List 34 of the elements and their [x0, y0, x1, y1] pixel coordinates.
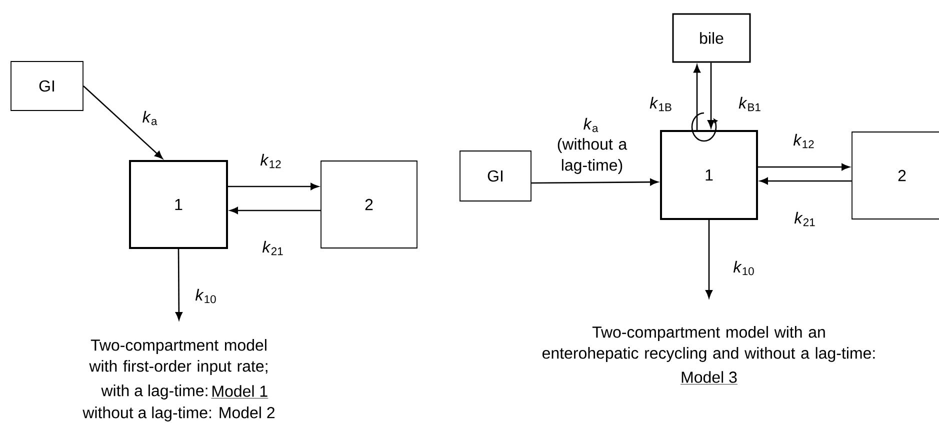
- caption-text: with a lag-time:: [101, 384, 208, 400]
- arrow: [531, 178, 658, 186]
- edge-label: k$_{12}$: [793, 134, 814, 148]
- edge-label: k$_{B1}$: [738, 96, 760, 112]
- caption-text: Two-compartment model with first-order input rate;: [89, 339, 268, 375]
- arrow: [83, 86, 163, 159]
- edge-label: k$_{10}$: [733, 260, 754, 276]
- arrow: [758, 164, 850, 170]
- edge-label: k$_{12}$: [260, 154, 281, 168]
- arrow: [708, 62, 714, 128]
- edge-label: k$_{10}$: [195, 288, 216, 304]
- arrow: [706, 220, 712, 298]
- arrow: [694, 64, 700, 130]
- edge-label: k$_{a}$: [142, 110, 158, 126]
- edge-label: k$_{21}$: [262, 240, 283, 256]
- arrow: [175, 249, 182, 320]
- compartment-box: 2: [852, 132, 939, 220]
- caption-text: Model 1: [211, 385, 268, 398]
- arrow: [760, 178, 852, 184]
- arrow: [230, 207, 321, 214]
- caption-text: Two-compartment model with an enterohepatic recycling and without a lag-time:: [542, 326, 875, 362]
- caption-text: Model 3: [680, 371, 738, 384]
- compartment-box: GI: [10, 61, 84, 111]
- compartment-box: 2: [320, 160, 418, 248]
- edge-label: k$_{a}$: [584, 118, 598, 132]
- compartment-box: bile: [672, 13, 751, 63]
- compartment-box: GI: [460, 150, 532, 202]
- edge-label: k$_{21}$: [794, 212, 815, 226]
- caption-text: (without a lag-time): [558, 138, 628, 174]
- compartment-box: 1: [660, 130, 758, 220]
- caption-text: without a lag-time: Model 2: [82, 406, 274, 422]
- compartment-box: 1: [129, 160, 228, 249]
- edge-label: k$_{1B}$: [650, 96, 672, 112]
- arrow: [228, 183, 319, 190]
